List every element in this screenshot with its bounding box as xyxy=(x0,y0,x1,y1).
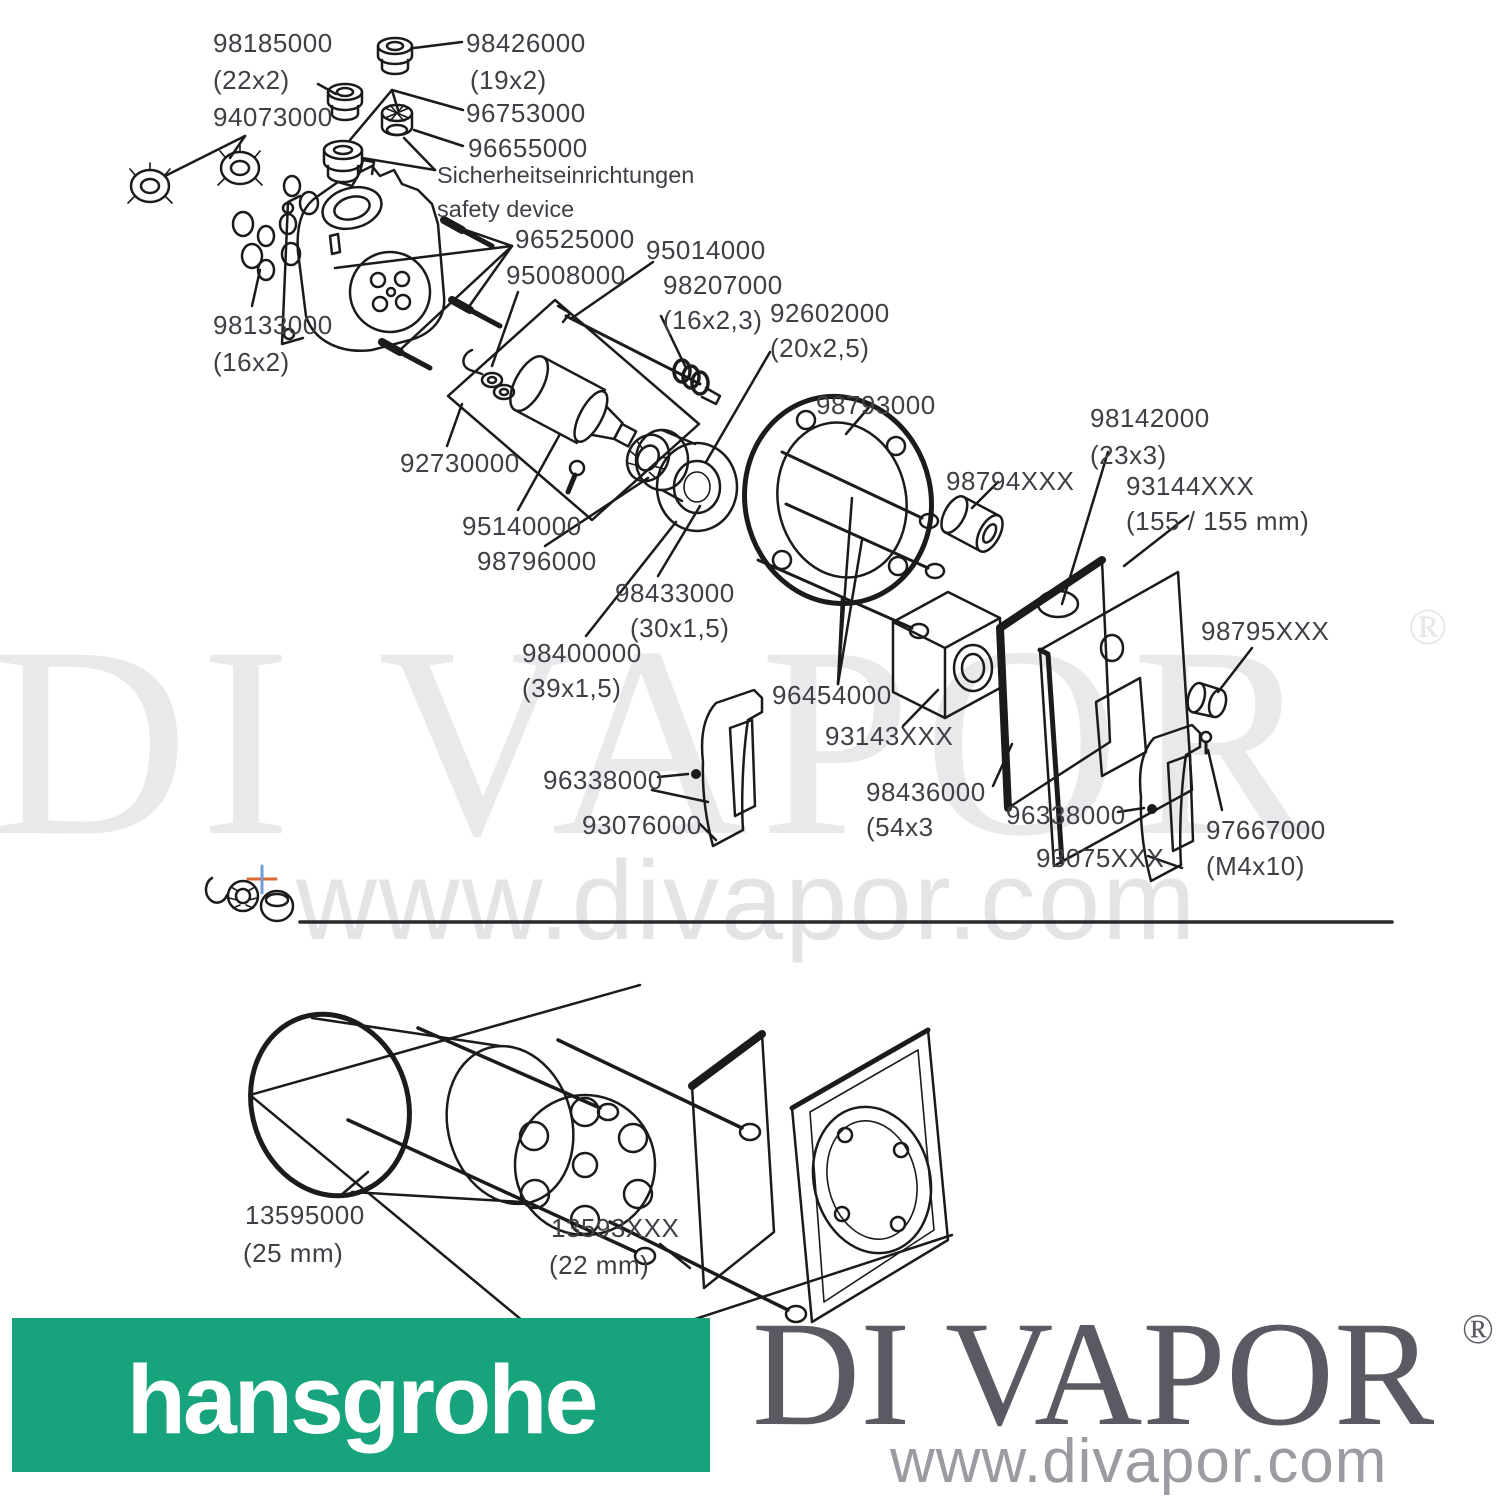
part-label-93075XXX: 93075XXX xyxy=(1036,843,1165,873)
stop-cylinder-drawing xyxy=(940,495,1004,553)
watermark-url: www.divapor.com xyxy=(296,838,1198,963)
part-label-98207000: 98207000 xyxy=(663,270,783,300)
part-qty-23x3: (23x3) xyxy=(1090,440,1167,470)
part-qty-39x15: (39x1,5) xyxy=(522,673,622,703)
part-label-13593XXX: 13593XXX xyxy=(551,1213,680,1243)
o-rings-drawing xyxy=(231,174,320,282)
part-label-95014000: 95014000 xyxy=(646,235,766,265)
part-label-98793000: 98793000 xyxy=(816,390,936,420)
stop-block-drawing xyxy=(891,590,1002,720)
grommet-98426000-drawing xyxy=(376,36,414,76)
part-label-94073000: 94073000 xyxy=(213,102,333,132)
part-label-98794XXX: 98794XXX xyxy=(946,466,1075,496)
part-qty-19x2: (19x2) xyxy=(470,65,547,95)
part-label-98400000: 98400000 xyxy=(522,638,642,668)
part-label-92730000: 92730000 xyxy=(400,448,520,478)
grommet-96753000-drawing xyxy=(322,139,364,184)
part-label-96338000-right: 96338000 xyxy=(1006,800,1126,830)
lever-right-drawing xyxy=(1138,723,1213,883)
registration-cross-icon xyxy=(246,864,278,895)
grub-screw-left-drawing xyxy=(691,769,701,779)
part-label-95008000: 95008000 xyxy=(506,260,626,290)
safety-note-de: Sicherheitseinrichtungen xyxy=(437,162,695,188)
screws-96525000-drawing xyxy=(378,216,503,371)
part-label-95140000: 95140000 xyxy=(462,511,582,541)
part-qty-22x2: (22x2) xyxy=(213,65,290,95)
union-nuts-drawing xyxy=(127,144,263,204)
hansgrohe-logo-text: hansgrohe xyxy=(126,1345,599,1454)
seal-plate-drawing xyxy=(996,556,1112,812)
mounting-ring-drawing xyxy=(741,393,935,607)
part-label-96454000: 96454000 xyxy=(772,680,892,710)
part-qty-20x25: (20x2,5) xyxy=(770,333,870,363)
part-label-96525000: 96525000 xyxy=(515,224,635,254)
part-label-98433000: 98433000 xyxy=(615,578,735,608)
part-label-96338000-left: 96338000 xyxy=(543,765,663,795)
hansgrohe-logo: hansgrohe xyxy=(12,1318,710,1472)
lever-left-drawing xyxy=(691,688,764,848)
part-label-92602000: 92602000 xyxy=(770,298,890,328)
clip-seals-drawing xyxy=(462,348,516,401)
part-label-98426000: 98426000 xyxy=(466,28,586,58)
part-qty-30x15: (30x1,5) xyxy=(630,613,730,643)
part-qty-M4x10: (M4x10) xyxy=(1206,851,1305,881)
escutcheon-set-drawing xyxy=(688,1027,950,1324)
part-label-98185000: 98185000 xyxy=(213,28,333,58)
cartridge-drawing xyxy=(509,355,671,495)
part-qty-155mm: (155 / 155 mm) xyxy=(1126,506,1310,536)
aerator-assembly-drawing xyxy=(204,876,295,923)
part-label-98436000: 98436000 xyxy=(866,777,986,807)
o-ring-98142000-drawing xyxy=(1036,589,1080,619)
safety-device-drawing xyxy=(380,103,414,137)
part-qty-54x3: (54x3 xyxy=(866,812,934,842)
part-label-93143XXX: 93143XXX xyxy=(825,721,954,751)
part-label-96655000: 96655000 xyxy=(468,133,588,163)
part-label-96753000: 96753000 xyxy=(466,98,586,128)
part-label-98795XXX: 98795XXX xyxy=(1201,616,1330,646)
grommet-98185000-drawing xyxy=(326,82,364,122)
part-label-98133000: 98133000 xyxy=(213,310,333,340)
part-label-98142000: 98142000 xyxy=(1090,403,1210,433)
part-label-97667000: 97667000 xyxy=(1206,815,1326,845)
leader-lines xyxy=(163,40,1254,1270)
part-qty-16x2: (16x2) xyxy=(213,347,290,377)
part-label-98796000: 98796000 xyxy=(477,546,597,576)
bracket-92730000-drawing xyxy=(446,298,701,522)
basic-set-drawing xyxy=(248,1011,808,1324)
divapor-url: www.divapor.com xyxy=(890,1427,1388,1496)
part-qty-22mm: (22 mm) xyxy=(549,1250,650,1280)
long-screws-drawing xyxy=(756,450,946,640)
part-qty-25mm: (25 mm) xyxy=(243,1238,344,1268)
watermark-brand: DI VAPOR xyxy=(0,591,1326,892)
grub-screw-right-drawing xyxy=(1147,804,1157,814)
watermark-registered-icon: ® xyxy=(1408,599,1448,656)
safety-note-en: safety device xyxy=(437,196,575,222)
part-label-93076000: 93076000 xyxy=(582,810,702,840)
part-label-13595000: 13595000 xyxy=(245,1200,365,1230)
divapor-logo-text: DI VAPOR xyxy=(752,1291,1435,1457)
part-qty-16x23: (16x2,3) xyxy=(663,305,763,335)
part-label-93144XXX: 93144XXX xyxy=(1126,471,1255,501)
divapor-logo: DI VAPOR xyxy=(752,1288,1434,1460)
divapor-registered-icon: ® xyxy=(1462,1307,1494,1353)
